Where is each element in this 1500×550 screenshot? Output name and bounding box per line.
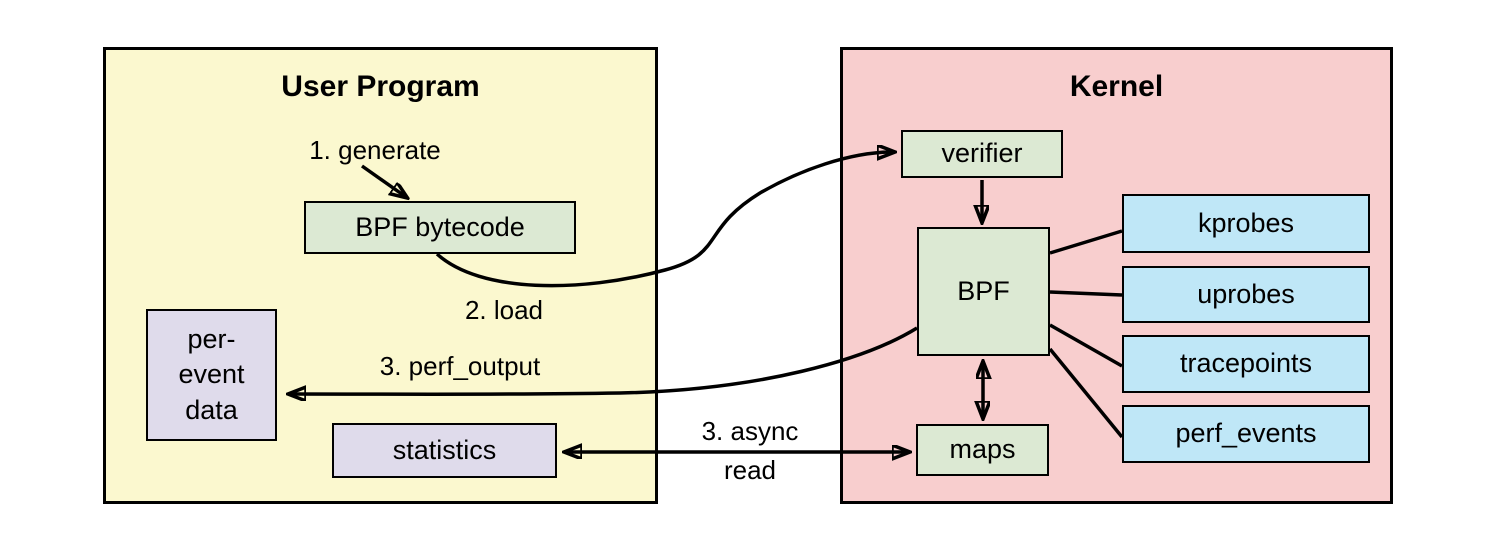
uprobes-node: uprobes xyxy=(1122,266,1370,323)
generate-label: 1. generate xyxy=(309,135,441,165)
kernel-title: Kernel xyxy=(1069,70,1164,103)
load-label: 2. load xyxy=(464,295,544,325)
maps-node: maps xyxy=(916,424,1049,476)
verifier-node: verifier xyxy=(901,130,1063,178)
bpf-node: BPF xyxy=(917,227,1050,356)
perf-events-node: perf_events xyxy=(1122,405,1370,463)
user-program-title: User Program xyxy=(281,70,480,103)
tracepoints-node: tracepoints xyxy=(1122,335,1370,393)
statistics-node: statistics xyxy=(332,423,557,478)
kprobes-node: kprobes xyxy=(1122,194,1370,253)
perf-output-label: 3. perf_output xyxy=(379,351,541,381)
async-read-label-line2: read xyxy=(723,455,777,485)
bpf-bytecode-node: BPF bytecode xyxy=(304,201,576,254)
async-read-label-line1: 3. async xyxy=(701,416,799,446)
per-event-data-node: per- event data xyxy=(146,309,277,441)
